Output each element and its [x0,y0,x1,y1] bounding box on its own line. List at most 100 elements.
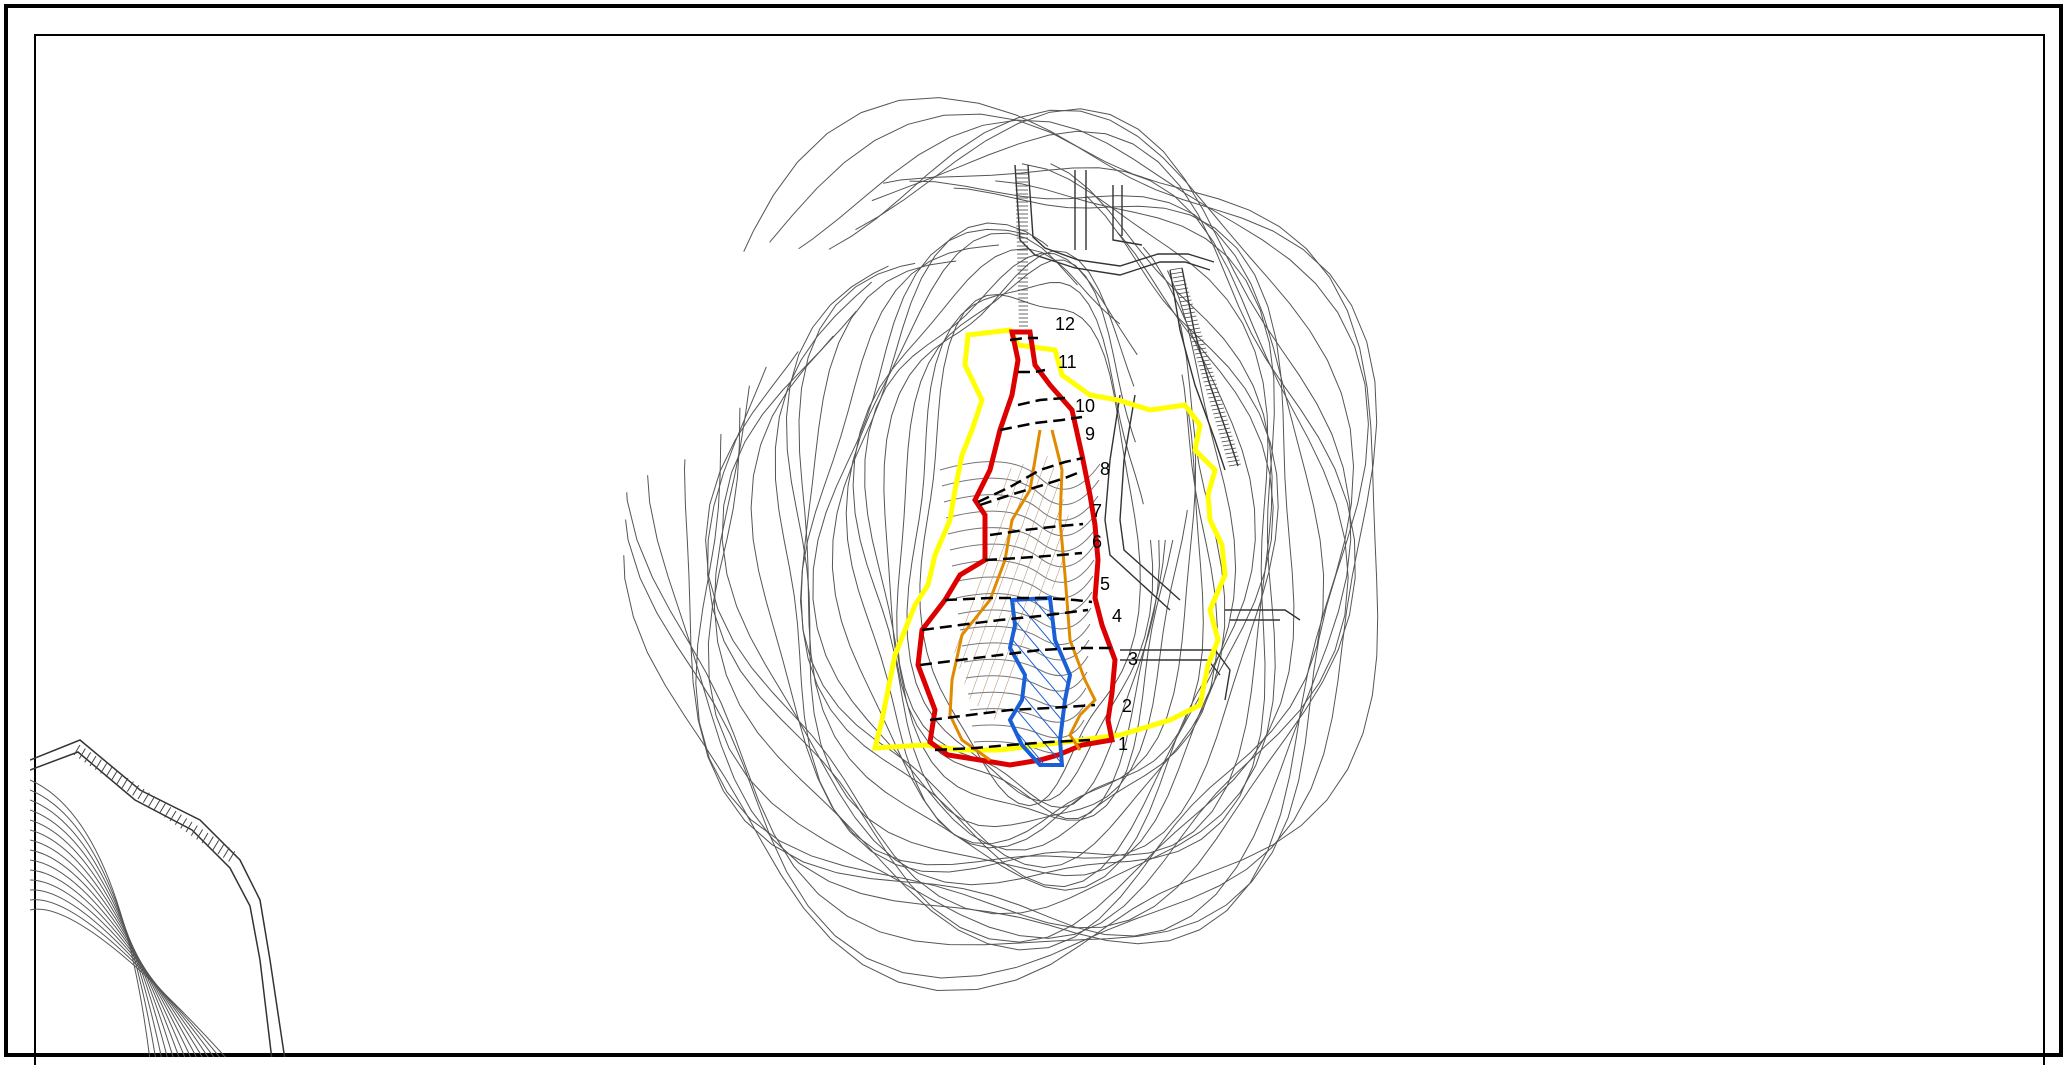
hatch-tick [1169,267,1183,271]
road-edge [30,739,286,1057]
hatch-tick [201,832,209,844]
hatch-tick [148,796,156,807]
section-label-11: 11 [1058,352,1077,372]
road-edge [30,751,273,1057]
cut-lines [948,429,1097,762]
hatch-tick [1210,403,1223,407]
section-label-5: 5 [1100,574,1110,594]
section-label-6: 6 [1092,532,1102,552]
hatch-tick [1193,347,1207,351]
contour-line [852,248,1191,828]
hatch-tick [1171,271,1184,275]
hatch-tick [1208,395,1221,399]
hatch-tick [1220,435,1233,439]
section-label-10: 10 [1075,396,1095,416]
contour-line [798,214,1256,891]
section-line-3 [919,646,1112,667]
contour-line [30,829,180,1057]
section-line-8b [979,470,1081,507]
contour-line [646,109,1355,945]
disturbed-ground-hatch [950,455,1070,720]
hatch-tick [110,770,118,781]
hatch-tick [1192,343,1205,347]
contour-line [919,293,1141,807]
contour-lines [622,97,1379,992]
hatch-tick [84,752,92,763]
contour-line [812,228,1218,851]
section-line-6 [984,551,1083,562]
hatch-tick [1201,371,1214,375]
hatch-tick [1187,327,1201,331]
section-line-5 [944,596,1093,604]
hatch-tick [1226,455,1239,459]
contour-line [695,130,1356,929]
hatch-tick [1219,431,1232,435]
contour-line [624,119,1369,946]
section-label-7: 7 [1092,501,1102,521]
hatch-tick [121,777,129,789]
hatch-tick [1199,367,1213,371]
hatch-tick [1202,375,1215,379]
hatch-tick [1181,307,1195,311]
contour-line [30,859,197,1057]
hatch-tick [1172,275,1185,279]
section-line-7 [989,522,1084,537]
adjacent-terrain [30,739,286,1057]
hatch-tick [206,836,214,847]
contour-line [707,186,1295,943]
contour-line [30,899,221,1057]
hatch-tick [116,774,124,785]
hatch-tick [196,829,204,840]
hatch-tick [1207,391,1220,395]
contour-line [713,180,1325,951]
hatch-tick [126,781,134,792]
hatch-tick [1209,399,1222,403]
hatch-tick [1185,319,1198,323]
hatch-tick [1178,295,1191,299]
hatch-tick [212,840,220,851]
section-line-4 [921,608,1089,632]
hatch-tick [1204,383,1217,387]
hatch-tick [78,748,86,759]
contour-line [800,218,1237,888]
contour-line [30,789,156,1057]
section-label-1: 1 [1118,734,1128,754]
hatch-tick [222,847,230,858]
hatch-tick [137,788,145,800]
hatch-tick [1211,407,1225,411]
section-line-10 [1017,396,1066,407]
hatch-tick [1214,415,1227,419]
hatch-tick [1183,311,1196,315]
contour-line [30,839,186,1057]
hatch-tick [1186,323,1199,327]
map-frame [4,4,2063,1065]
hatch-tick [94,759,102,770]
contour-line [683,108,1352,937]
hatch-tick [174,814,182,825]
road-features [1014,164,1301,701]
contour-line [30,819,174,1057]
section-line-2 [929,703,1096,722]
contour-line [30,879,209,1057]
hatch-tick [1215,419,1228,423]
contour-line [831,222,1204,849]
section-line-11 [1018,368,1046,374]
hatch-tick [164,807,172,818]
hatch-tick [1222,443,1235,447]
contour-line [906,281,1154,802]
contour-line [883,250,1167,820]
hatch-tick [1216,423,1229,427]
hatch-tick [1217,427,1231,431]
hatch-tick [158,803,166,814]
section-line-12 [1009,336,1038,342]
contour-line [845,232,1197,845]
hatch-tick [89,755,97,767]
outer-boundary-polygon [871,327,1228,753]
hatch-tick [1190,335,1203,339]
slope-hatching [1015,169,1241,467]
hatch-tick [180,818,188,829]
hatch-tick [1225,451,1238,455]
hatch-tick [1227,459,1240,463]
section-label-12: 12 [1055,314,1075,334]
